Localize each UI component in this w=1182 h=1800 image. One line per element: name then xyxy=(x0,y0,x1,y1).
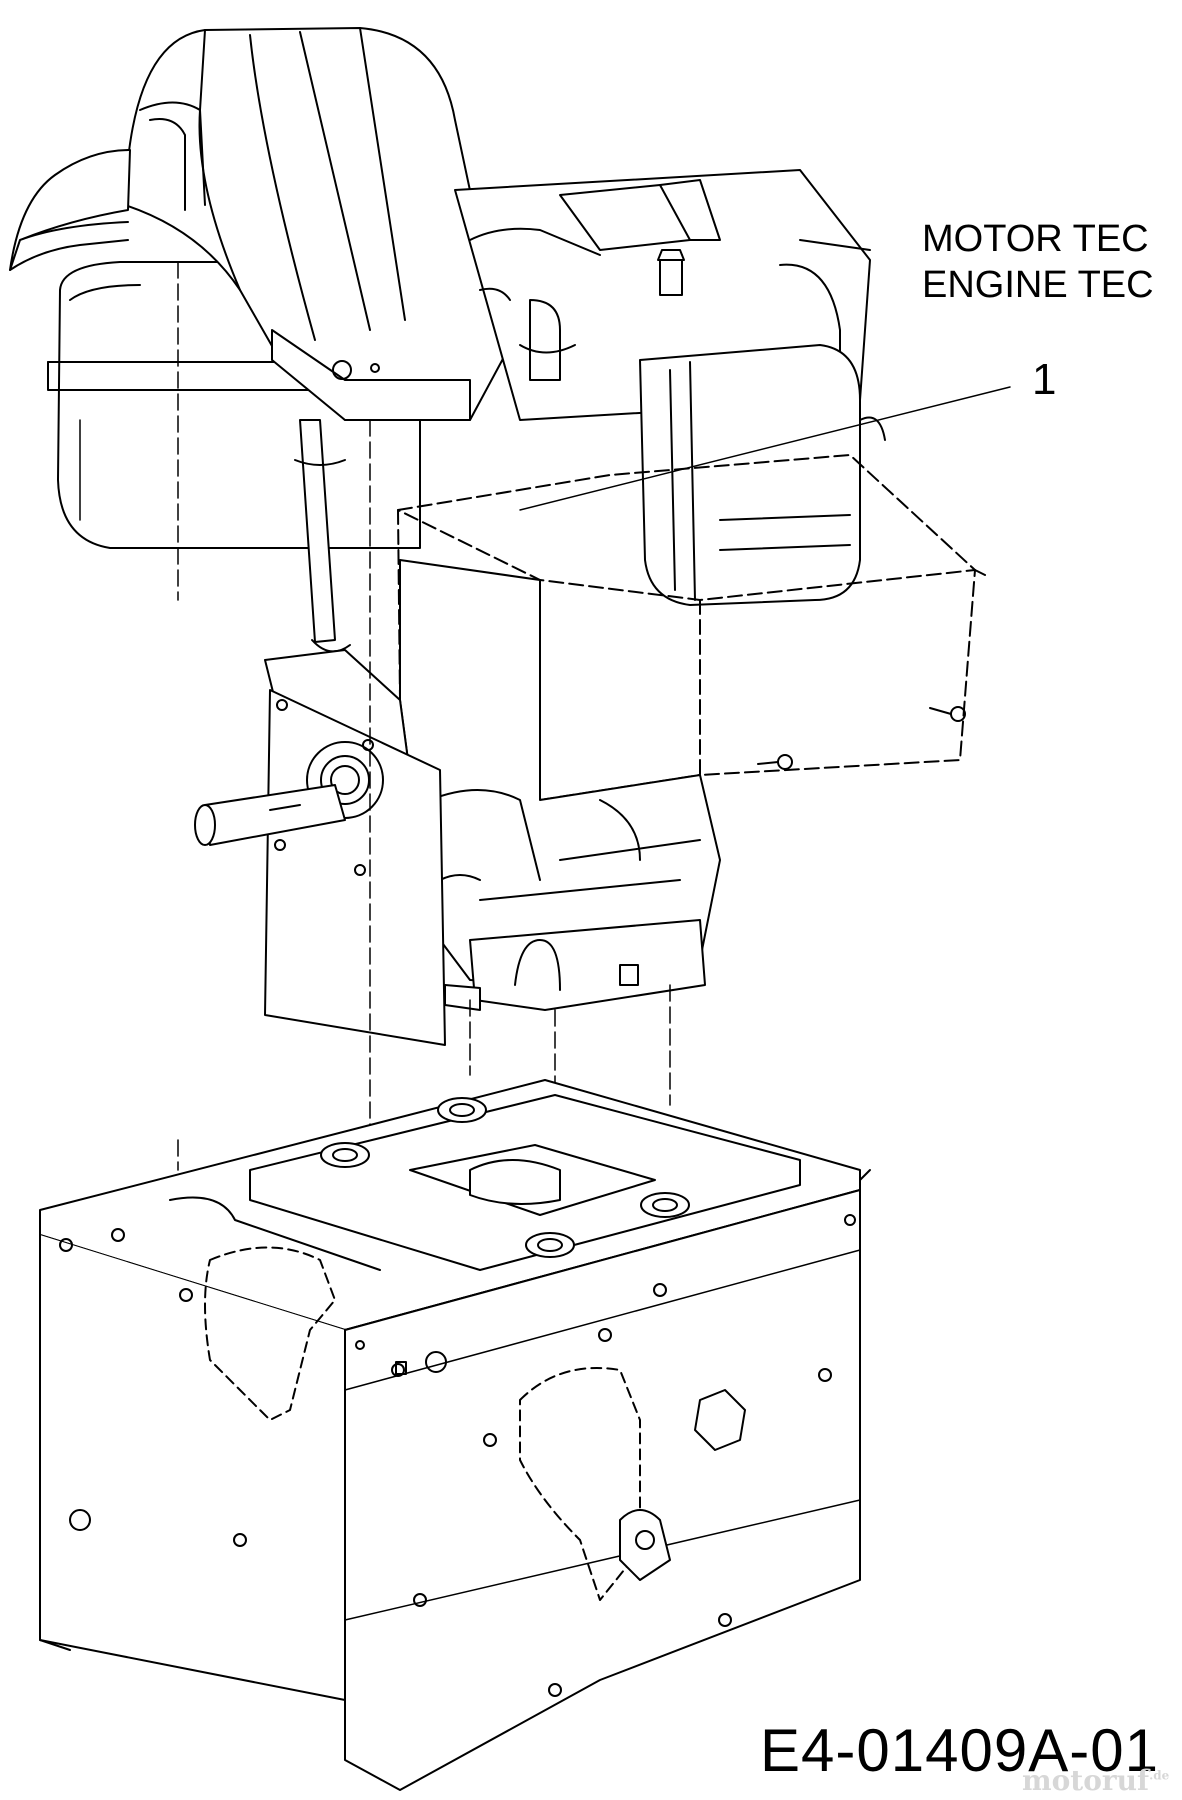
watermark-suffix: .de xyxy=(1149,1768,1170,1783)
mount-bushings xyxy=(320,1097,690,1258)
engine xyxy=(9,27,986,1301)
brand-line-1: MOTOR TEC xyxy=(922,218,1149,260)
watermark-logo: motoruf.de xyxy=(1022,1764,1169,1797)
engine-brand-label: MOTOR TEC ENGINE TEC xyxy=(922,216,1154,308)
brand-line-2: ENGINE TEC xyxy=(922,264,1154,306)
panel-holes xyxy=(59,1214,856,1697)
mounting-flange xyxy=(264,649,446,1046)
cover-fin xyxy=(9,149,131,271)
crankshaft xyxy=(194,784,346,846)
crankcase xyxy=(399,559,721,986)
muffler xyxy=(639,344,886,606)
frame-housing xyxy=(39,1079,871,1791)
drawing-number: E4-01409A-01 xyxy=(760,1717,1159,1784)
engine-base xyxy=(444,919,706,1011)
watermark-main: motoruf xyxy=(1022,1764,1150,1797)
part-callout-number: 1 xyxy=(1032,355,1057,404)
air-shroud xyxy=(124,27,506,421)
callout-leader-line xyxy=(519,386,1011,511)
